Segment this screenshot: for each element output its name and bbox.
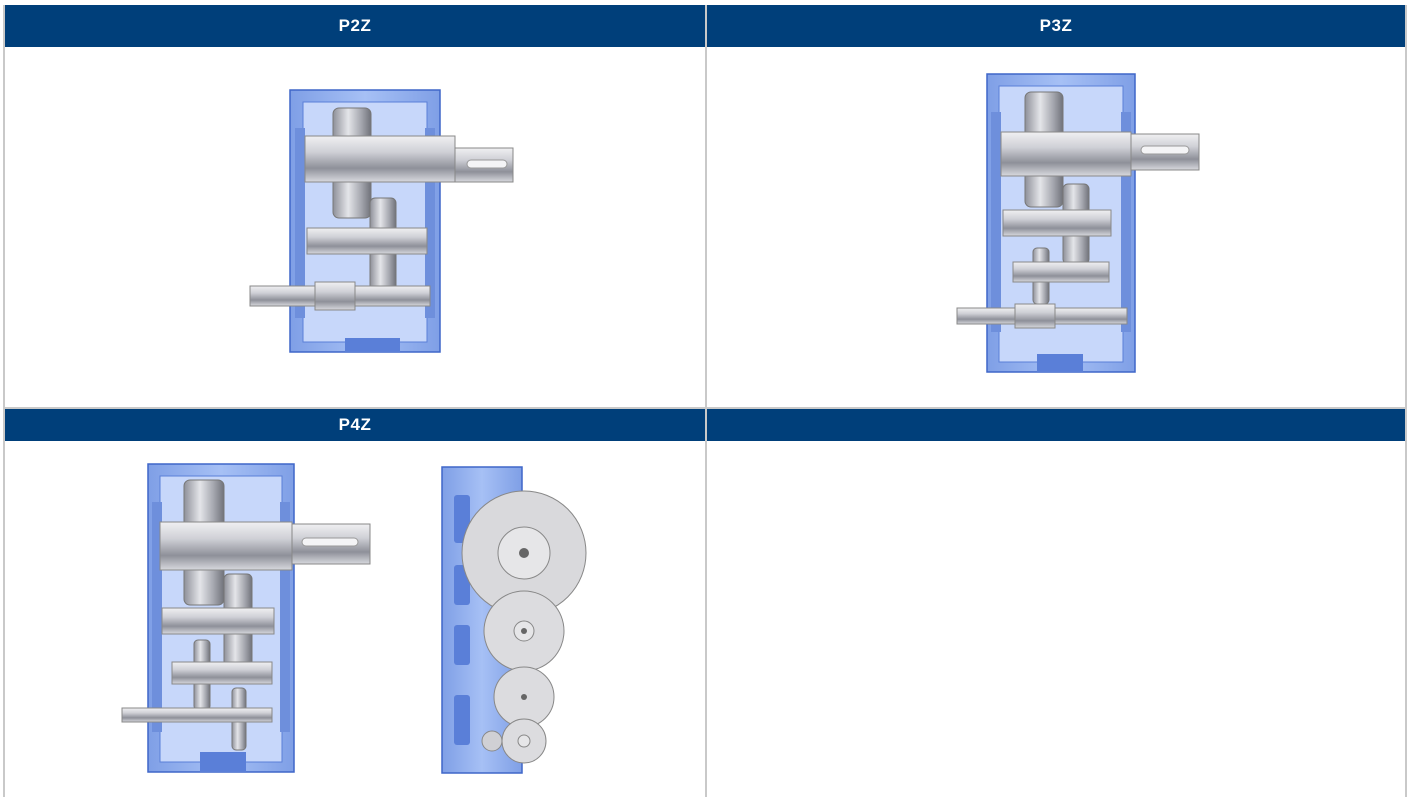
header-p4z-label: P4Z bbox=[338, 415, 372, 434]
grid-line-row bbox=[5, 407, 1405, 409]
header-empty bbox=[707, 409, 1405, 441]
header-p2z: P2Z bbox=[5, 5, 705, 47]
gearbox-p4z-image bbox=[121, 463, 371, 773]
grid-line-right bbox=[1405, 5, 1407, 797]
header-p3z-label: P3Z bbox=[1039, 16, 1073, 35]
header-p4z: P4Z bbox=[5, 409, 705, 441]
cell-empty bbox=[707, 441, 1405, 797]
header-p3z: P3Z bbox=[707, 5, 1405, 47]
gearbox-p2z-image bbox=[249, 89, 514, 353]
grid-line-left bbox=[3, 5, 5, 797]
header-p2z-label: P2Z bbox=[338, 16, 372, 35]
cell-p4z bbox=[5, 441, 705, 797]
grid-line-middle bbox=[705, 5, 707, 797]
gearbox-p4z-side-image bbox=[441, 466, 587, 774]
gearbox-p3z-image bbox=[956, 73, 1200, 373]
